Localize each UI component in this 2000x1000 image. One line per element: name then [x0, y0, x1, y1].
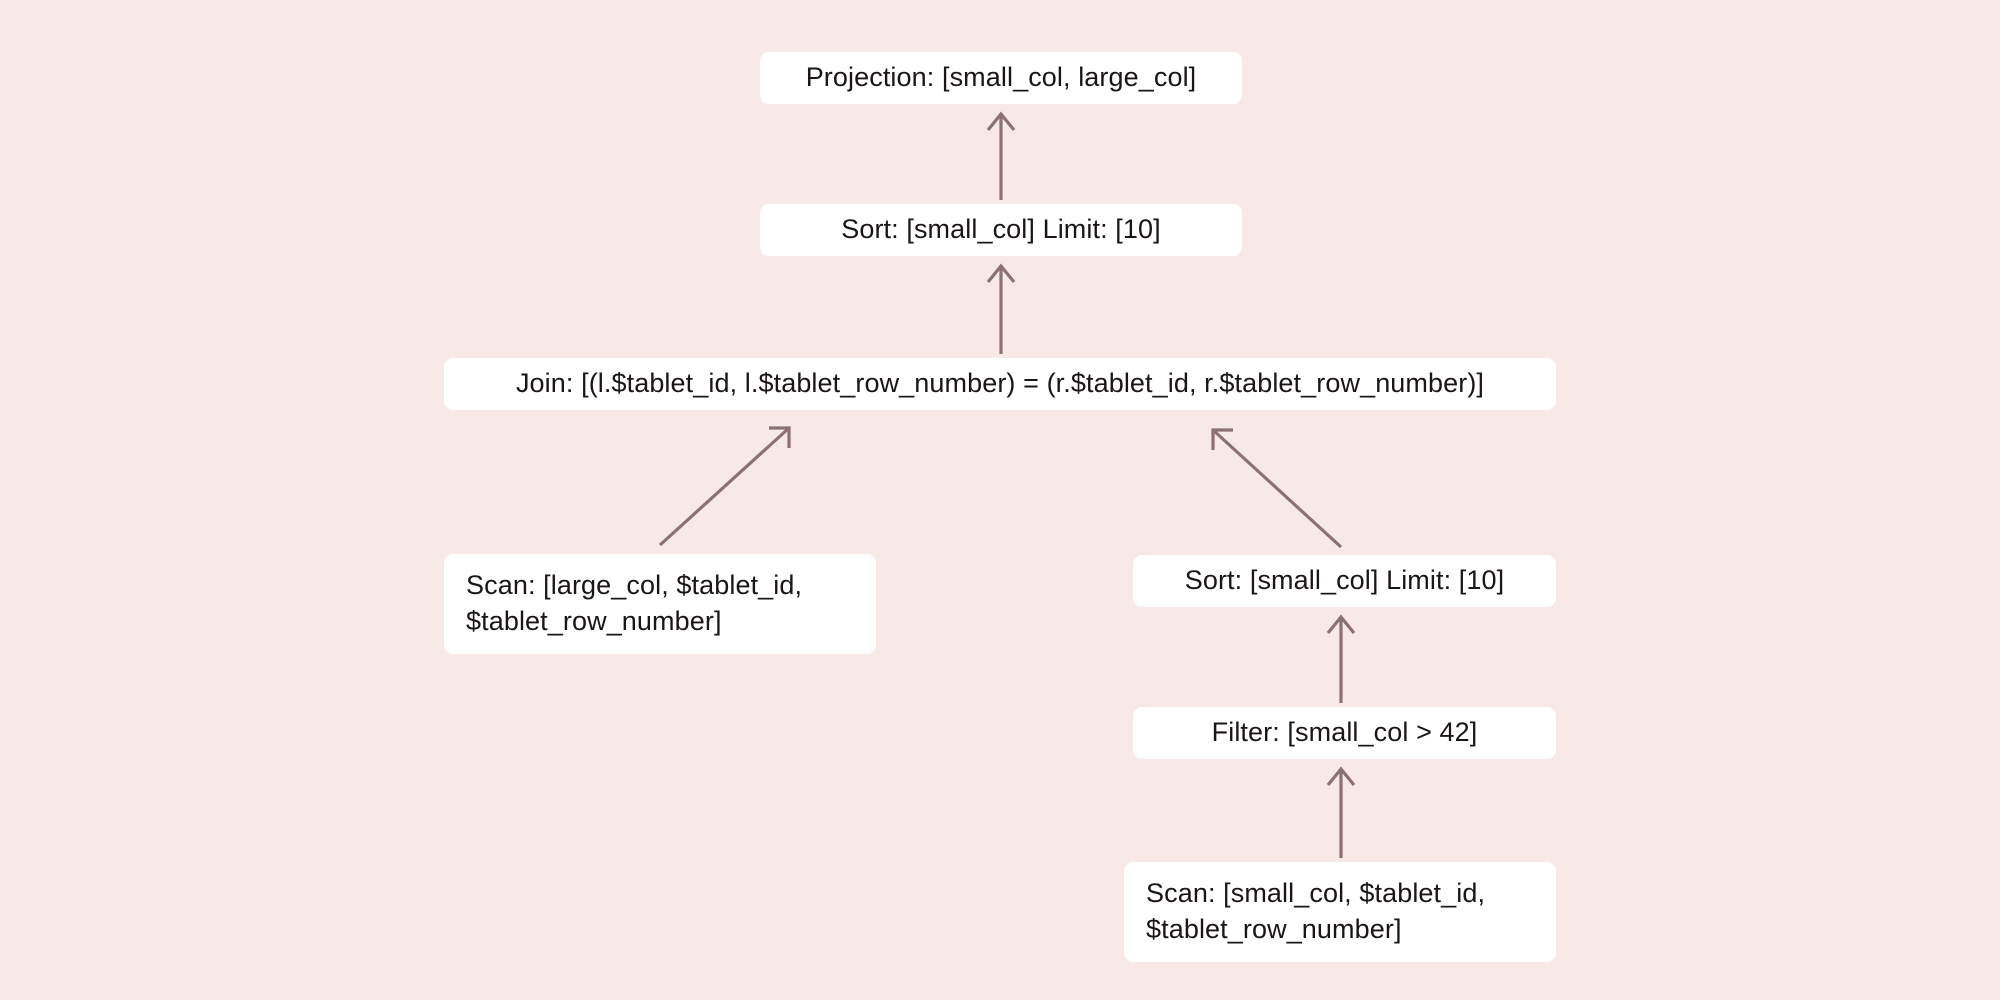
plan-node-label: Join: [(l.$tablet_id, l.$tablet_row_numb…: [515, 368, 1485, 399]
plan-node-scan-left[interactable]: Scan: [large_col, $tablet_id, $tablet_ro…: [444, 554, 876, 654]
plan-node-filter[interactable]: Filter: [small_col > 42]: [1133, 707, 1556, 759]
edge-sort-right-to-join: [1211, 428, 1343, 549]
plan-node-label: Projection: [small_col, large_col]: [805, 62, 1197, 93]
plan-node-sort-right[interactable]: Sort: [small_col] Limit: [10]: [1133, 555, 1556, 607]
plan-node-projection[interactable]: Projection: [small_col, large_col]: [760, 52, 1242, 104]
plan-node-label: Sort: [small_col] Limit: [10]: [1184, 565, 1505, 596]
plan-node-label: Filter: [small_col > 42]: [1211, 717, 1478, 748]
plan-node-label: Sort: [small_col] Limit: [10]: [841, 214, 1161, 245]
plan-node-join[interactable]: Join: [(l.$tablet_id, l.$tablet_row_numb…: [444, 358, 1556, 410]
plan-node-label: Scan: [small_col, $tablet_id, $tablet_ro…: [1146, 878, 1493, 944]
edge-sort-top-to-projection: [986, 111, 1016, 200]
plan-node-label: Scan: [large_col, $tablet_id, $tablet_ro…: [466, 570, 810, 636]
edge-scan-right-to-filter: [1326, 766, 1356, 858]
plan-node-scan-right[interactable]: Scan: [small_col, $tablet_id, $tablet_ro…: [1124, 862, 1556, 962]
edge-filter-to-sort-right: [1326, 614, 1356, 703]
edge-join-to-sort-top: [986, 263, 1016, 354]
edge-scan-left-to-join: [658, 426, 791, 547]
plan-node-sort-top[interactable]: Sort: [small_col] Limit: [10]: [760, 204, 1242, 256]
